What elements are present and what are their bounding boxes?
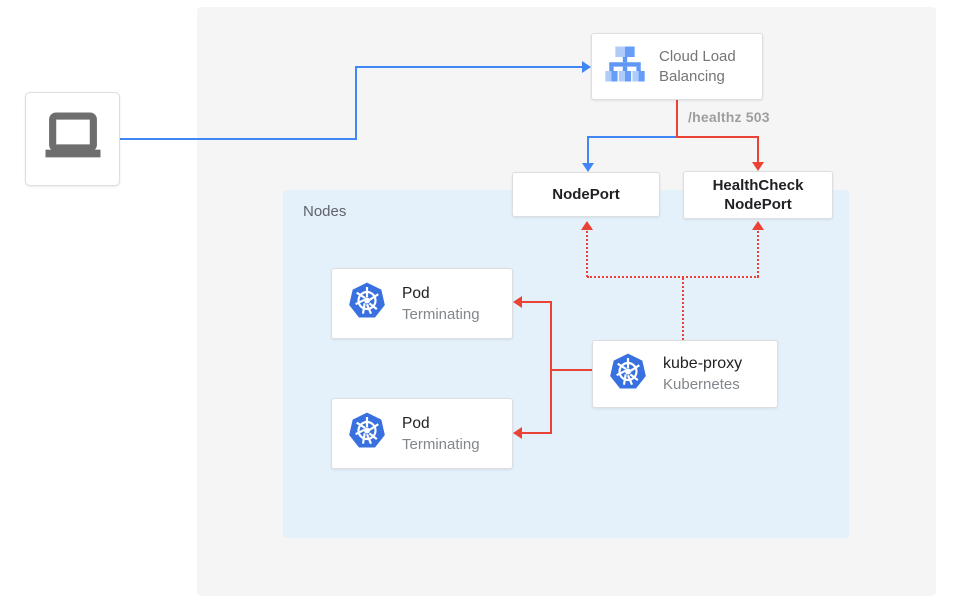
healthz-status-label: /healthz 503 — [688, 109, 770, 125]
pod2-title: Pod — [402, 414, 430, 432]
kube-proxy-title: kube-proxy — [663, 355, 743, 372]
arrowhead-into-clb — [582, 61, 591, 73]
edge-client-to-clb-h1 — [120, 138, 357, 140]
edge-client-to-clb-h2 — [355, 66, 582, 68]
nodeport-label: NodePort — [552, 186, 620, 203]
kube-proxy-subtitle: Kubernetes — [663, 376, 740, 393]
arrowhead-dotted-into-nodeport — [581, 221, 593, 230]
pod-terminating-node-1: Pod Terminating — [331, 268, 513, 339]
edge-clb-to-hcnp-h — [676, 136, 759, 138]
client-node — [25, 92, 120, 186]
load-balancer-icon — [604, 45, 646, 88]
arrowhead-into-hcnp — [752, 162, 764, 171]
edge-to-pod1-h — [521, 301, 551, 303]
edge-kubeproxy-dotted-h — [587, 276, 759, 278]
edge-dotted-to-hcnp-v — [757, 231, 759, 277]
edge-clb-to-hcnp-v — [757, 136, 759, 163]
edge-kubeproxy-dotted-stem — [682, 278, 684, 340]
pod1-title: Pod — [402, 284, 430, 302]
kubernetes-icon — [347, 411, 387, 456]
kube-proxy-node: kube-proxy Kubernetes — [592, 340, 778, 408]
kubernetes-icon — [608, 352, 648, 397]
edge-to-pod2-h — [521, 432, 551, 434]
laptop-icon — [40, 106, 106, 173]
pod-terminating-node-2: Pod Terminating — [331, 398, 513, 469]
edge-clb-to-nodeport-v — [587, 136, 589, 164]
healthcheck-nodeport-label: HealthCheck NodePort — [712, 177, 804, 213]
nodes-group-label: Nodes — [303, 203, 347, 220]
cloud-load-balancing-node: Cloud Load Balancing — [591, 33, 763, 100]
edge-clb-to-nodeport-h — [587, 136, 678, 138]
arrowhead-into-pod2 — [513, 427, 522, 439]
edge-clb-healthcheck-stem — [676, 100, 678, 138]
pod2-status: Terminating — [402, 435, 480, 453]
healthcheck-nodeport-node: HealthCheck NodePort — [683, 171, 833, 219]
arrowhead-into-pod1 — [513, 296, 522, 308]
arrowhead-into-nodeport — [582, 163, 594, 172]
edge-client-to-clb-v — [355, 66, 357, 140]
pod1-status: Terminating — [402, 305, 480, 323]
cloud-load-balancing-label: Cloud Load Balancing — [659, 47, 736, 85]
nodeport-node: NodePort — [512, 172, 660, 217]
edge-kubeproxy-out-h — [551, 369, 592, 371]
arrowhead-dotted-into-hcnp — [752, 221, 764, 230]
edge-dotted-to-nodeport-v — [586, 231, 588, 277]
kubernetes-icon — [347, 281, 387, 326]
edge-kubeproxy-branch-v — [550, 301, 552, 434]
